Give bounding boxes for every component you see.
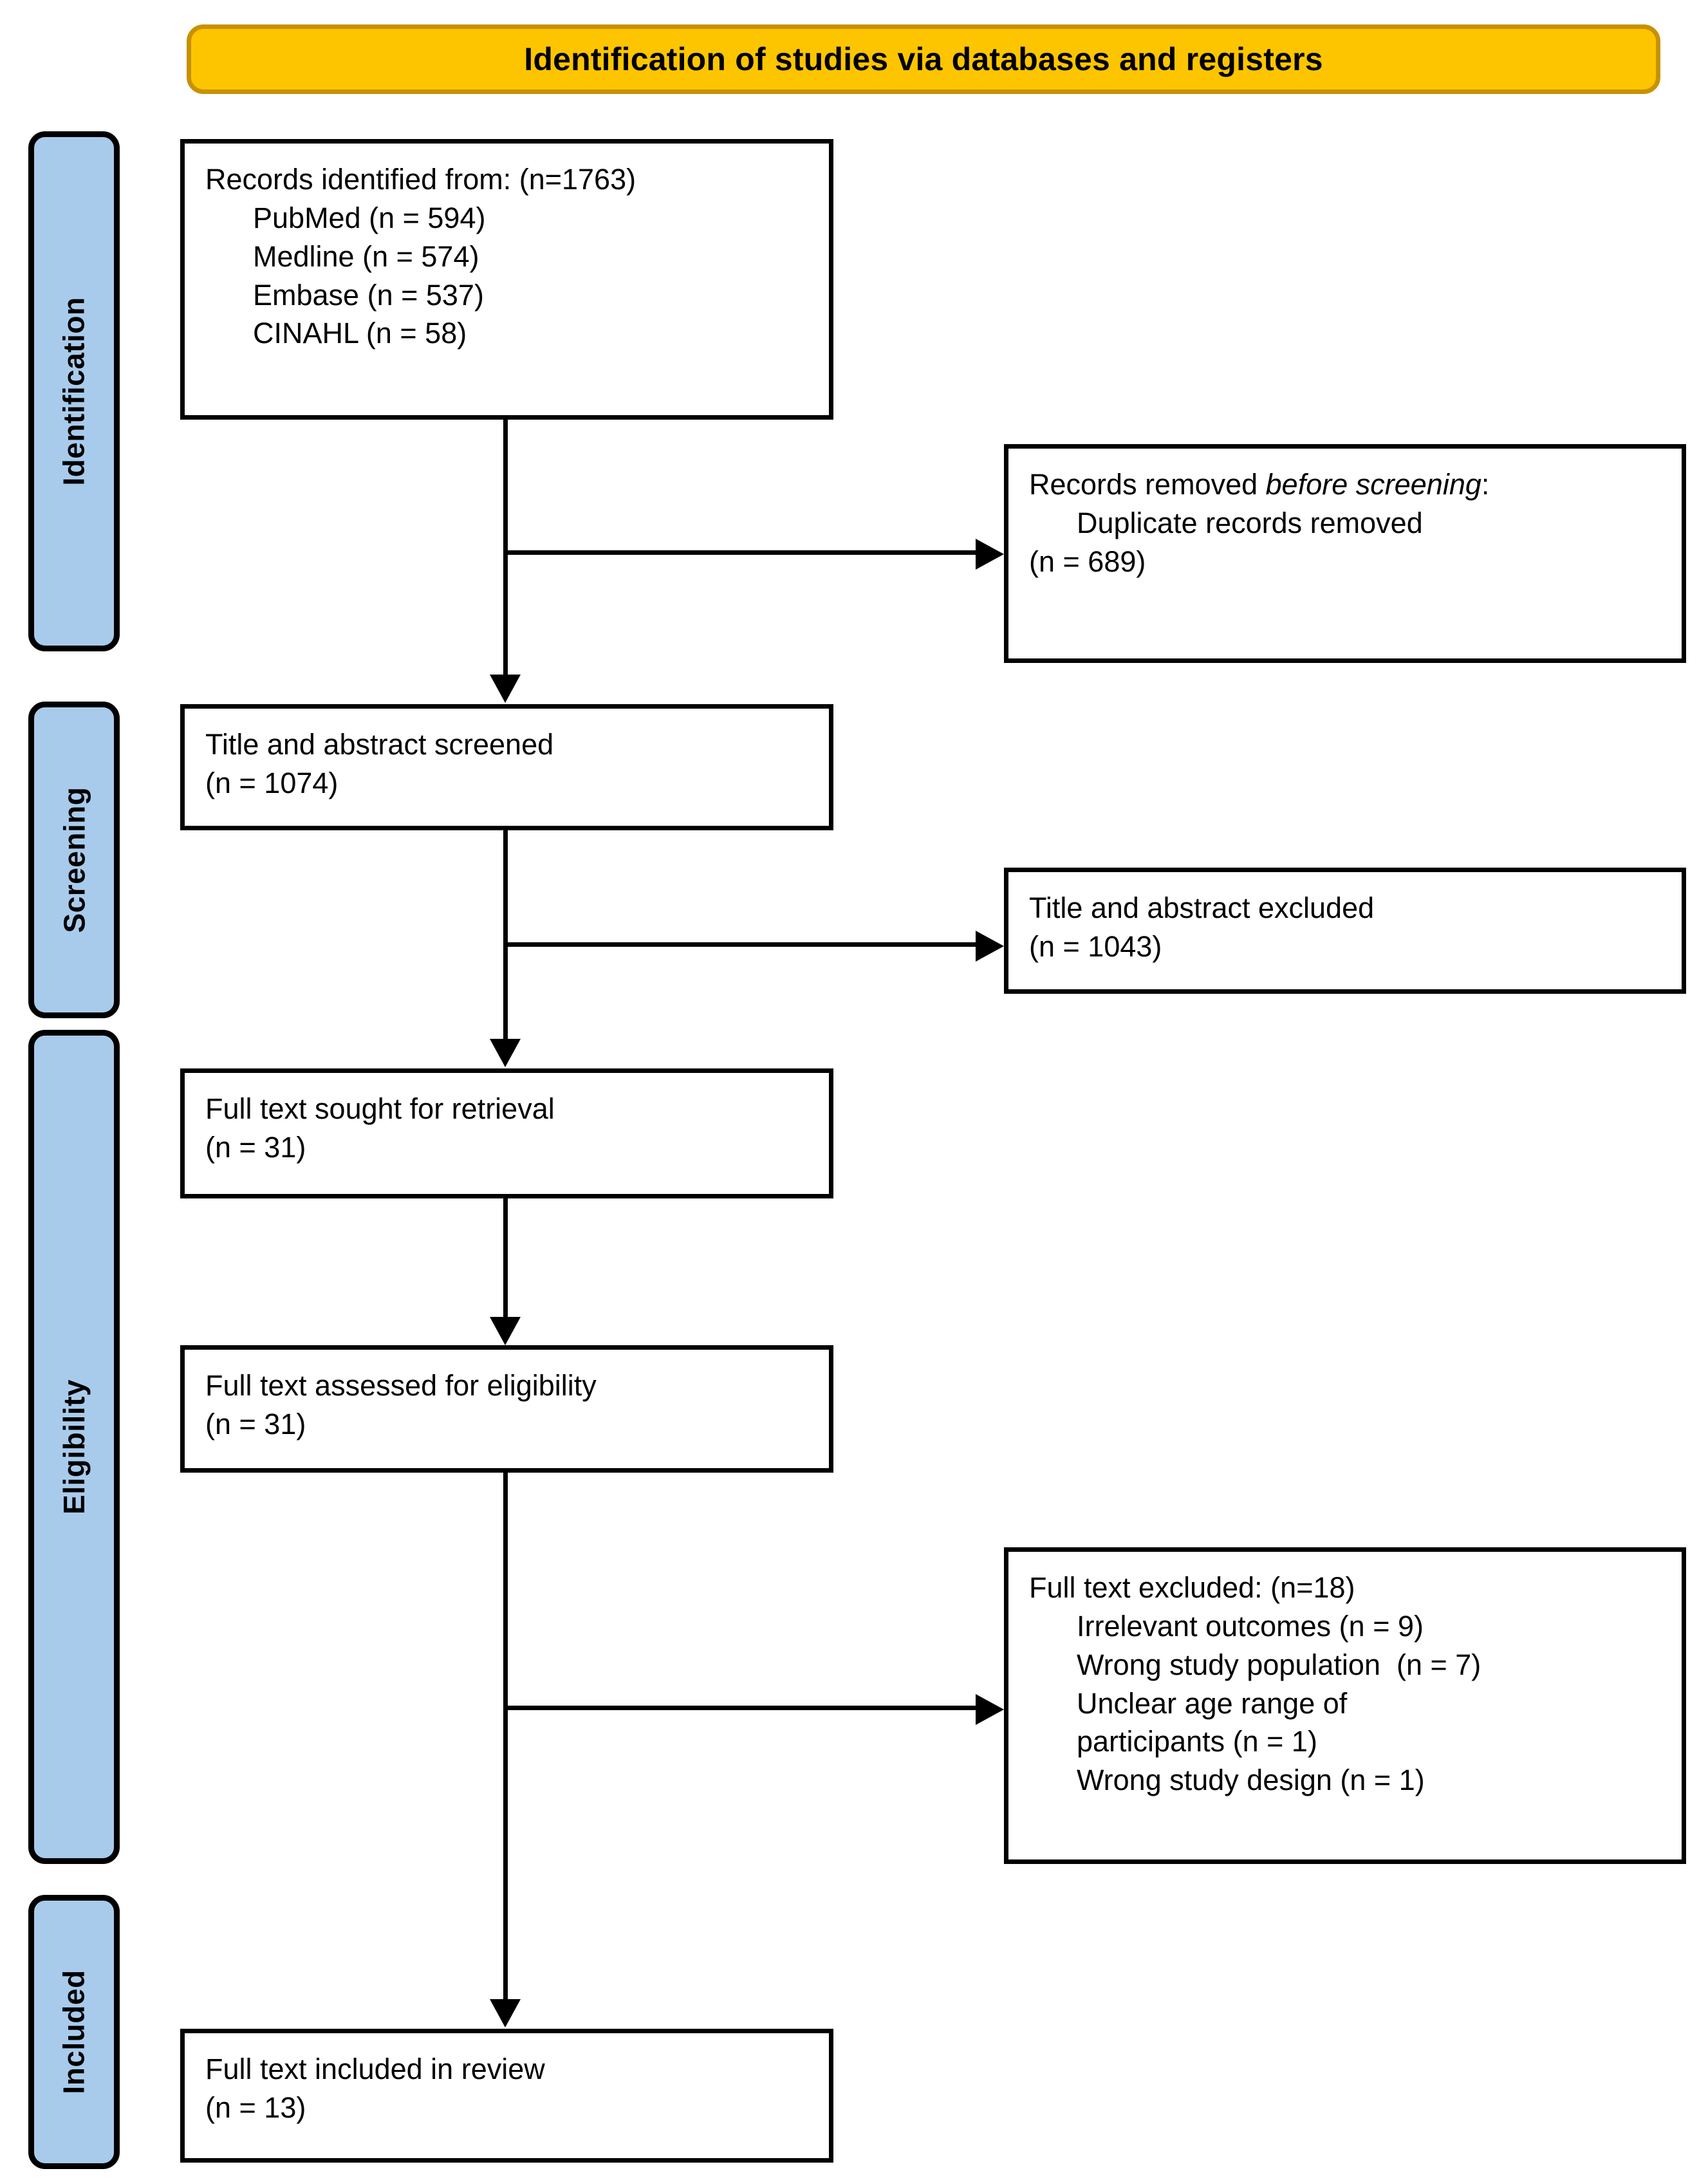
records-identified-source-cinahl: CINAHL (n = 58) bbox=[253, 317, 467, 350]
title-abstract-excluded-count: (n = 1043) bbox=[1029, 929, 1162, 963]
connector-sought-to-assessed-arrowhead bbox=[490, 1317, 521, 1345]
connector-identified-to-removed-horizontal bbox=[503, 550, 979, 555]
full-text-excluded-reason-wrong-design: Wrong study design (n = 1) bbox=[1077, 1764, 1425, 1797]
phase-label-eligibility-text: Eligibility bbox=[57, 1379, 91, 1514]
full-text-excluded-reason-unclear-age-line1: Unclear age range of bbox=[1077, 1686, 1348, 1720]
records-removed-duplicates: Duplicate records removed bbox=[1077, 506, 1423, 539]
title-abstract-screened-label: Title and abstract screened bbox=[205, 728, 554, 761]
full-text-sought-label: Full text sought for retrieval bbox=[205, 1092, 555, 1125]
connector-screened-to-excluded-arrowhead bbox=[976, 931, 1004, 962]
phase-label-identification-text: Identification bbox=[57, 297, 91, 486]
full-text-excluded-reason-unclear-age-line2: participants (n = 1) bbox=[1077, 1725, 1317, 1758]
phase-label-screening-text: Screening bbox=[57, 787, 91, 933]
records-removed-header: Records removed before screening: bbox=[1029, 465, 1662, 504]
phase-label-identification: Identification bbox=[28, 131, 120, 651]
connector-assessed-to-excluded-horizontal bbox=[503, 1706, 979, 1710]
box-records-removed-before-screening: Records removed before screening: Duplic… bbox=[1004, 444, 1686, 663]
records-removed-header-emphasis: before screening bbox=[1265, 468, 1481, 501]
box-full-text-included: Full text included in review (n = 13) bbox=[180, 2029, 833, 2163]
records-identified-source-pubmed: PubMed (n = 594) bbox=[253, 201, 486, 234]
full-text-assessed-label: Full text assessed for eligibility bbox=[205, 1369, 597, 1402]
connector-screened-to-sought-arrowhead bbox=[490, 1039, 521, 1067]
page-title: Identification of studies via databases … bbox=[524, 41, 1323, 77]
full-text-excluded-header: Full text excluded: (n=18) bbox=[1029, 1571, 1355, 1604]
box-full-text-assessed: Full text assessed for eligibility (n = … bbox=[180, 1345, 833, 1473]
connector-identified-to-screened-arrowhead bbox=[490, 675, 521, 703]
diagram-header-banner: Identification of studies via databases … bbox=[187, 24, 1660, 94]
connector-screened-to-sought-vertical bbox=[503, 830, 508, 1041]
records-removed-header-suffix: : bbox=[1481, 468, 1490, 501]
connector-assessed-to-excluded-arrowhead bbox=[976, 1694, 1004, 1725]
full-text-assessed-count: (n = 31) bbox=[205, 1407, 306, 1440]
title-abstract-excluded-label: Title and abstract excluded bbox=[1029, 891, 1375, 924]
full-text-excluded-reason-irrelevant-outcomes: Irrelevant outcomes (n = 9) bbox=[1077, 1609, 1424, 1643]
phase-label-eligibility: Eligibility bbox=[28, 1030, 120, 1864]
full-text-included-count: (n = 13) bbox=[205, 2091, 306, 2124]
records-identified-header: Records identified from: (n=1763) bbox=[205, 163, 636, 196]
box-full-text-excluded: Full text excluded: (n=18) Irrelevant ou… bbox=[1004, 1547, 1686, 1864]
phase-label-included: Included bbox=[28, 1895, 120, 2169]
phase-label-included-text: Included bbox=[57, 1970, 91, 2094]
connector-identified-to-removed-arrowhead bbox=[976, 539, 1004, 570]
records-identified-source-medline: Medline (n = 574) bbox=[253, 239, 479, 273]
connector-assessed-to-included-vertical bbox=[503, 1473, 508, 2002]
records-identified-source-embase: Embase (n = 537) bbox=[253, 278, 484, 312]
connector-identified-to-screened-vertical bbox=[503, 420, 508, 677]
box-title-abstract-excluded: Title and abstract excluded (n = 1043) bbox=[1004, 868, 1686, 994]
full-text-sought-count: (n = 31) bbox=[205, 1130, 306, 1164]
records-removed-header-prefix: Records removed bbox=[1029, 468, 1266, 501]
full-text-excluded-reason-wrong-population: Wrong study population (n = 7) bbox=[1077, 1648, 1481, 1681]
full-text-included-label: Full text included in review bbox=[205, 2053, 545, 2085]
box-full-text-sought: Full text sought for retrieval (n = 31) bbox=[180, 1068, 833, 1198]
records-removed-count: (n = 689) bbox=[1029, 545, 1146, 578]
connector-assessed-to-included-arrowhead bbox=[490, 1999, 521, 2027]
title-abstract-screened-count: (n = 1074) bbox=[205, 766, 339, 799]
connector-screened-to-excluded-horizontal bbox=[503, 942, 979, 947]
box-records-identified: Records identified from: (n=1763) PubMed… bbox=[180, 139, 833, 420]
phase-label-screening: Screening bbox=[28, 702, 120, 1018]
box-title-abstract-screened: Title and abstract screened (n = 1074) bbox=[180, 704, 833, 830]
connector-sought-to-assessed-vertical bbox=[503, 1198, 508, 1321]
